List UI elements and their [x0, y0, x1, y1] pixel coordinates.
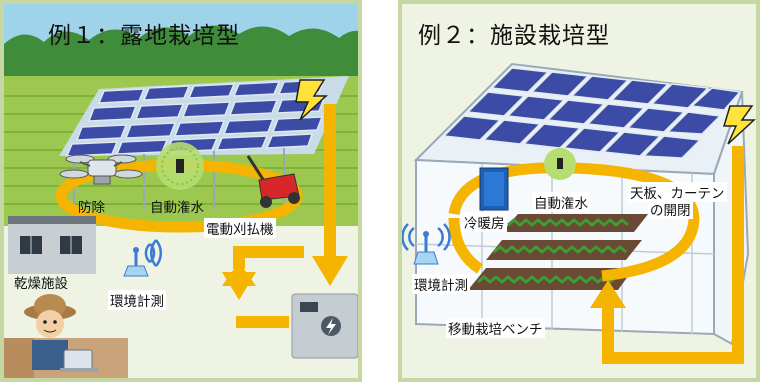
- sprinkler-icon: [156, 142, 204, 190]
- label-sensor: 環境計測: [108, 290, 166, 310]
- label-dryer: 乾燥施設: [14, 276, 68, 292]
- label-heater: 冷暖房: [462, 212, 507, 232]
- label-curtain-line2: の開閉: [648, 199, 693, 219]
- heater-icon: [479, 167, 509, 211]
- panel-greenhouse: 例２：施設栽培型 冷暖房 自動潅水 天板、カーテン の開閉 環境計測 移動栽培ベ…: [398, 0, 760, 382]
- label-bench: 移動栽培ベンチ: [446, 318, 545, 338]
- label-curtain-line1: 天板、カーテン: [628, 182, 727, 202]
- battery-storage-icon: [291, 293, 358, 359]
- greenhouse-illustration: [402, 4, 756, 378]
- label-sensor: 環境計測: [412, 274, 470, 294]
- wifi-sensor-icon: [123, 239, 163, 277]
- label-irrigation: 自動潅水: [532, 192, 590, 212]
- open-field-illustration: [4, 4, 358, 378]
- lightning-icon: [722, 105, 756, 145]
- wifi-sensor-icon: [402, 223, 451, 265]
- lightning-icon: [295, 79, 328, 121]
- label-irrigation: 自動潅水: [150, 200, 204, 216]
- bench-rows: [468, 214, 648, 290]
- lawn-mower-icon: [246, 155, 300, 208]
- panel-title-open-field: 例１：露地栽培型: [48, 23, 240, 49]
- panel-open-field: 例１：露地栽培型 防除 自動潅水 電動刈払機 乾燥施設 環境計測: [0, 0, 362, 382]
- building-icon: [8, 216, 96, 274]
- label-drone: 防除: [78, 200, 105, 216]
- label-mower: 電動刈払機: [204, 218, 276, 238]
- power-flow-arrow: [602, 146, 744, 364]
- panel-title-greenhouse: 例２：施設栽培型: [418, 23, 610, 49]
- farmer-icon: [4, 294, 128, 378]
- sprinkler-icon: [544, 148, 576, 180]
- drone-icon: [59, 154, 143, 185]
